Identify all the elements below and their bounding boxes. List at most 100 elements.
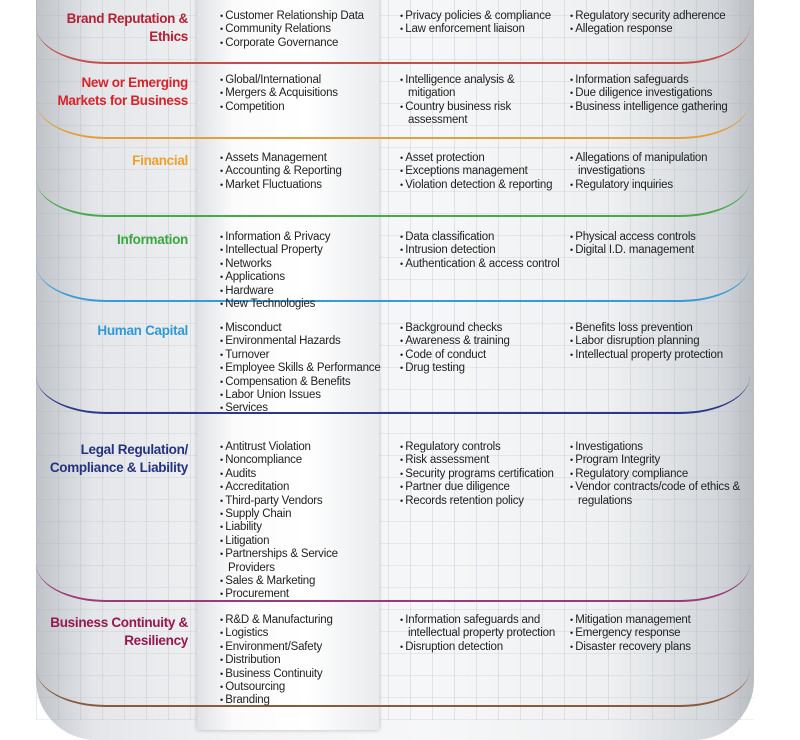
list-item: Third-party Vendors bbox=[220, 495, 385, 508]
risk-areas-list: Information & PrivacyIntellectual Proper… bbox=[220, 231, 385, 311]
list-item: Digital I.D. management bbox=[570, 244, 745, 257]
row-label: Human Capital bbox=[97, 323, 188, 338]
row-label: Information bbox=[117, 232, 188, 247]
list-item: Outsourcing bbox=[220, 681, 385, 694]
list-item: Benefits loss prevention bbox=[570, 322, 745, 335]
list-item: Misconduct bbox=[220, 322, 385, 335]
detection-measures-list: Intelligence analysis & mitigationCountr… bbox=[400, 74, 560, 128]
list-item: Mergers & Acquisitions bbox=[220, 87, 385, 100]
list-item: Global/International bbox=[220, 74, 385, 87]
risk-areas-list: Antitrust ViolationNoncomplianceAuditsAc… bbox=[220, 441, 385, 602]
response-measures-list: Benefits loss preventionLabor disruption… bbox=[570, 322, 745, 362]
list-item: Information & Privacy bbox=[220, 231, 385, 244]
list-item: Logistics bbox=[220, 627, 385, 640]
list-item: Labor disruption planning bbox=[570, 335, 745, 348]
risk-areas-list: MisconductEnvironmental HazardsTurnoverE… bbox=[220, 322, 385, 416]
list-item: Intrusion detection bbox=[400, 244, 560, 257]
list-item: New Technologies bbox=[220, 298, 385, 311]
detection-measures-list: Privacy policies & complianceLaw enforce… bbox=[400, 10, 560, 37]
risk-areas-list: Customer Relationship DataCommunity Rela… bbox=[220, 10, 385, 50]
row-label: Financial bbox=[132, 153, 188, 168]
list-item: Background checks bbox=[400, 322, 560, 335]
detection-measures-list: Data classificationIntrusion detectionAu… bbox=[400, 231, 560, 271]
list-item: Customer Relationship Data bbox=[220, 10, 385, 23]
response-measures-list: Regulatory security adherenceAllegation … bbox=[570, 10, 745, 37]
risk-areas-list: R&D & ManufacturingLogisticsEnvironment/… bbox=[220, 614, 385, 708]
list-item: R&D & Manufacturing bbox=[220, 614, 385, 627]
row-label: New or Emerging Markets for Business bbox=[57, 75, 188, 108]
list-item: Drug testing bbox=[400, 362, 560, 375]
list-item: Employee Skills & Performance bbox=[220, 362, 385, 375]
list-item: Labor Union Issues bbox=[220, 389, 385, 402]
list-item: Regulatory inquiries bbox=[570, 179, 745, 192]
detection-measures-list: Information safeguards and intellectual … bbox=[400, 614, 560, 654]
list-item: Code of conduct bbox=[400, 349, 560, 362]
list-item: Business Continuity bbox=[220, 668, 385, 681]
response-measures-list: Physical access controlsDigital I.D. man… bbox=[570, 231, 745, 258]
list-item: Exceptions management bbox=[400, 165, 560, 178]
list-item: Partnerships & Service Providers bbox=[220, 548, 385, 575]
list-item: Privacy policies & compliance bbox=[400, 10, 560, 23]
list-item: Environment/Safety bbox=[220, 641, 385, 654]
list-item: Community Relations bbox=[220, 23, 385, 36]
list-item: Compensation & Benefits bbox=[220, 376, 385, 389]
list-item: Disruption detection bbox=[400, 641, 560, 654]
list-item: Records retention policy bbox=[400, 495, 560, 508]
list-item: Business intelligence gathering bbox=[570, 101, 745, 114]
response-measures-list: Mitigation managementEmergency responseD… bbox=[570, 614, 745, 654]
list-item: Information safeguards and intellectual … bbox=[400, 614, 560, 641]
list-item: Risk assessment bbox=[400, 454, 560, 467]
risk-areas-list: Global/InternationalMergers & Acquisitio… bbox=[220, 74, 385, 114]
list-item: Country business risk assessment bbox=[400, 101, 560, 128]
list-item: Hardware bbox=[220, 285, 385, 298]
list-item: Intellectual Property bbox=[220, 244, 385, 257]
detection-measures-list: Regulatory controlsRisk assessmentSecuri… bbox=[400, 441, 560, 508]
list-item: Market Fluctuations bbox=[220, 179, 385, 192]
list-item: Assets Management bbox=[220, 152, 385, 165]
list-item: Distribution bbox=[220, 654, 385, 667]
detection-measures-list: Asset protectionExceptions managementVio… bbox=[400, 152, 560, 192]
list-item: Accounting & Reporting bbox=[220, 165, 385, 178]
list-item: Data classification bbox=[400, 231, 560, 244]
list-item: Physical access controls bbox=[570, 231, 745, 244]
list-item: Violation detection & reporting bbox=[400, 179, 560, 192]
list-item: Regulatory controls bbox=[400, 441, 560, 454]
list-item: Noncompliance bbox=[220, 454, 385, 467]
list-item: Services bbox=[220, 402, 385, 415]
list-item: Security programs certification bbox=[400, 468, 560, 481]
row-label: Business Continuity & Resiliency bbox=[50, 615, 188, 648]
list-item: Procurement bbox=[220, 588, 385, 601]
list-item: Branding bbox=[220, 694, 385, 707]
list-item: Regulatory compliance bbox=[570, 468, 745, 481]
list-item: Asset protection bbox=[400, 152, 560, 165]
list-item: Competition bbox=[220, 101, 385, 114]
list-item: Information safeguards bbox=[570, 74, 745, 87]
list-item: Environmental Hazards bbox=[220, 335, 385, 348]
list-item: Due diligence investigations bbox=[570, 87, 745, 100]
response-measures-list: Information safeguardsDue diligence inve… bbox=[570, 74, 745, 114]
list-item: Sales & Marketing bbox=[220, 575, 385, 588]
list-item: Emergency response bbox=[570, 627, 745, 640]
list-item: Vendor contracts/code of ethics & regula… bbox=[570, 481, 745, 508]
row-label: Legal Regulation/ Compliance & Liability bbox=[49, 442, 188, 475]
list-item: Turnover bbox=[220, 349, 385, 362]
response-measures-list: InvestigationsProgram IntegrityRegulator… bbox=[570, 441, 745, 508]
list-item: Intellectual property protection bbox=[570, 349, 745, 362]
list-item: Supply Chain bbox=[220, 508, 385, 521]
detection-measures-list: Background checksAwareness & trainingCod… bbox=[400, 322, 560, 376]
list-item: Audits bbox=[220, 468, 385, 481]
list-item: Authentication & access control bbox=[400, 258, 560, 271]
list-item: Applications bbox=[220, 271, 385, 284]
list-item: Law enforcement liaison bbox=[400, 23, 560, 36]
list-item: Disaster recovery plans bbox=[570, 641, 745, 654]
list-item: Allegations of manipulation investigatio… bbox=[570, 152, 745, 179]
list-item: Accreditation bbox=[220, 481, 385, 494]
list-item: Intelligence analysis & mitigation bbox=[400, 74, 560, 101]
list-item: Antitrust Violation bbox=[220, 441, 385, 454]
list-item: Networks bbox=[220, 258, 385, 271]
list-item: Program Integrity bbox=[570, 454, 745, 467]
list-item: Regulatory security adherence bbox=[570, 10, 745, 23]
list-item: Corporate Governance bbox=[220, 37, 385, 50]
list-item: Liability bbox=[220, 521, 385, 534]
list-item: Litigation bbox=[220, 535, 385, 548]
